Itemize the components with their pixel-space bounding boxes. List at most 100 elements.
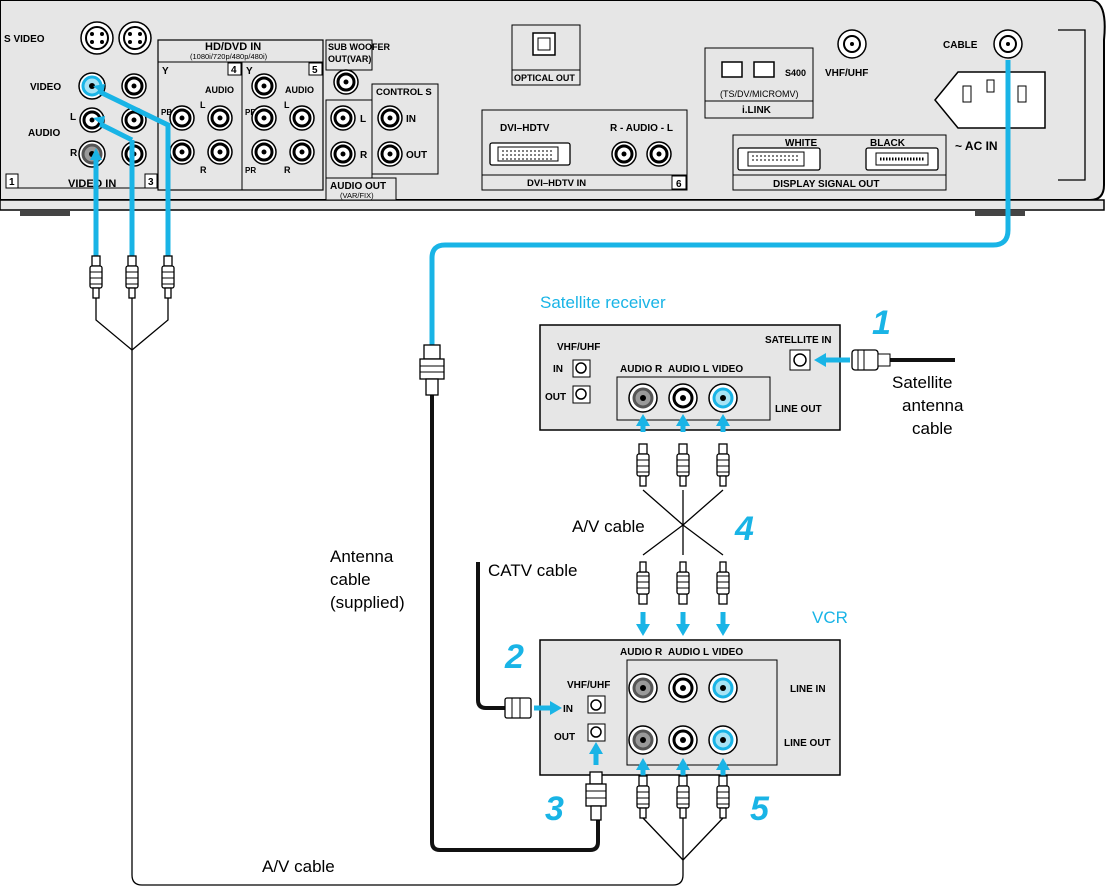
s400-label: S400 bbox=[785, 68, 806, 78]
av-cable-mid-caption: A/V cable bbox=[572, 517, 645, 536]
catv-cable bbox=[476, 562, 505, 710]
video-in-number-1: 1 bbox=[9, 177, 15, 188]
vcr-vhf-uhf-label: VHF/UHF bbox=[567, 680, 610, 691]
antenna-f-connector bbox=[419, 344, 445, 396]
sat-cable-caption-1: Satellite bbox=[892, 373, 952, 392]
video-in-label: VIDEO IN bbox=[68, 178, 116, 190]
r-label: R bbox=[70, 148, 78, 159]
step-2: 2 bbox=[504, 638, 524, 676]
dvi-hdtv-connector bbox=[489, 142, 571, 166]
video-in-jack bbox=[78, 72, 106, 100]
hd-audio-label-5: AUDIO bbox=[285, 85, 314, 95]
cable-connector bbox=[993, 29, 1023, 59]
antenna-cable-top bbox=[429, 60, 1011, 345]
ao-l-label: L bbox=[360, 114, 366, 125]
tv-rear-panel: S VIDEO VIDEO L AUDIO R bbox=[0, 0, 1106, 216]
cable-label: CABLE bbox=[943, 40, 978, 51]
r-audio-l-label: R - AUDIO - L bbox=[610, 123, 673, 134]
sat-audio-r-jack bbox=[628, 383, 658, 413]
out-var-label: OUT(VAR) bbox=[328, 54, 371, 64]
control-s-out-label: OUT bbox=[406, 150, 427, 161]
satellite-cable-connector bbox=[851, 349, 891, 371]
vcr-line-in-label: LINE IN bbox=[790, 684, 826, 695]
pr-label-5: PR bbox=[245, 166, 256, 175]
vcr-audio-l-label: AUDIO L bbox=[668, 647, 709, 658]
display-black-connector bbox=[865, 147, 939, 171]
vcr-line-in-video-jack bbox=[708, 673, 738, 703]
av-cable-bottom bbox=[131, 350, 684, 886]
r-label-5: R bbox=[284, 165, 291, 175]
l-label-4: L bbox=[200, 100, 206, 110]
video-label: VIDEO bbox=[30, 82, 61, 93]
sat-vhf-uhf-label: VHF/UHF bbox=[557, 342, 600, 353]
ilink-label: i.LINK bbox=[742, 105, 772, 116]
step-3: 3 bbox=[545, 790, 564, 828]
num-5-label: 5 bbox=[312, 65, 318, 76]
antenna-caption-3: (supplied) bbox=[330, 593, 405, 612]
satellite-in-label: SATELLITE IN bbox=[765, 335, 831, 346]
vcr-title: VCR bbox=[812, 608, 848, 627]
catv-f-connector bbox=[504, 697, 532, 719]
vhf-uhf-label: VHF/UHF bbox=[825, 68, 868, 79]
vhf-uhf-connector bbox=[837, 29, 867, 59]
vcr-line-out-audio-l-jack bbox=[668, 725, 698, 755]
catv-cable-caption: CATV cable bbox=[488, 561, 577, 580]
vcr-audio-r-label: AUDIO R bbox=[620, 647, 663, 658]
s-video-label: S VIDEO bbox=[4, 34, 45, 45]
y-label-5: Y bbox=[246, 66, 253, 77]
dvi-hdtv-label: DVI–HDTV bbox=[500, 123, 550, 134]
step-4: 4 bbox=[734, 510, 754, 548]
var-fix-label: (VAR/FIX) bbox=[340, 191, 374, 200]
y-label-4: Y bbox=[162, 66, 169, 77]
audio-out-label: AUDIO OUT bbox=[330, 181, 386, 192]
control-s-in-label: IN bbox=[406, 114, 416, 125]
antenna-caption-2: cable bbox=[330, 570, 371, 589]
pb-label-5: PB bbox=[245, 108, 256, 117]
num-6-label: 6 bbox=[676, 179, 682, 190]
dvi-hdtv-in-label: DVI–HDTV IN bbox=[527, 178, 586, 189]
vcr-line-in-audio-r-jack bbox=[628, 673, 658, 703]
sat-video-jack bbox=[708, 383, 738, 413]
l-label: L bbox=[70, 112, 76, 123]
video-in-number-3: 3 bbox=[148, 177, 154, 188]
sat-audio-r-label: AUDIO R bbox=[620, 364, 663, 375]
vcr-out-f-connector bbox=[585, 771, 607, 821]
sat-cable-caption-3: cable bbox=[912, 419, 953, 438]
audio-label: AUDIO bbox=[28, 128, 60, 139]
black-label: BLACK bbox=[870, 138, 906, 149]
ilink-formats-label: (TS/DV/MICROMV) bbox=[720, 89, 799, 99]
satellite-receiver-title: Satellite receiver bbox=[540, 293, 666, 312]
hd-dvd-in-label: HD/DVD IN bbox=[205, 41, 261, 53]
antenna-caption-1: Antenna bbox=[330, 547, 394, 566]
ac-in-socket bbox=[934, 71, 1046, 129]
vcr: VCR AUDIO R AUDIO L VIDEO VHF/UHF IN OUT… bbox=[539, 608, 848, 776]
sat-cable-caption-2: antenna bbox=[902, 396, 964, 415]
step-5: 5 bbox=[750, 790, 770, 828]
sat-line-out-label: LINE OUT bbox=[775, 404, 822, 415]
r-label-4: R bbox=[200, 165, 207, 175]
satellite-receiver: Satellite receiver VHF/UHF IN OUT AUDIO … bbox=[539, 293, 841, 431]
display-white-connector bbox=[737, 147, 821, 171]
step-1: 1 bbox=[872, 304, 891, 342]
l-label-5: L bbox=[284, 100, 290, 110]
sat-audio-l-label: AUDIO L bbox=[668, 364, 709, 375]
s-video-jack-1 bbox=[80, 21, 114, 55]
sat-out-label: OUT bbox=[545, 392, 566, 403]
optical-out-label: OPTICAL OUT bbox=[514, 73, 575, 83]
vcr-line-out-video-jack bbox=[708, 725, 738, 755]
ac-in-label: ~ AC IN bbox=[955, 139, 998, 153]
hd-dvd-formats-label: (1080i/720p/480p/480i) bbox=[190, 52, 268, 61]
sub-woofer-label: SUB WOOFER bbox=[328, 42, 390, 52]
audio-r-jack bbox=[78, 140, 106, 168]
antenna-cable-bottom bbox=[430, 395, 600, 852]
sat-audio-l-jack bbox=[668, 383, 698, 413]
sat-in-label: IN bbox=[553, 364, 563, 375]
s-video-jack-2 bbox=[118, 21, 152, 55]
vcr-line-out-label: LINE OUT bbox=[784, 738, 831, 749]
vcr-line-out-audio-r-jack bbox=[628, 725, 658, 755]
vcr-out-label: OUT bbox=[554, 732, 575, 743]
vcr-video-label: VIDEO bbox=[712, 647, 743, 658]
av-cable-bottom-caption: A/V cable bbox=[262, 857, 335, 876]
num-4-label: 4 bbox=[231, 65, 237, 76]
